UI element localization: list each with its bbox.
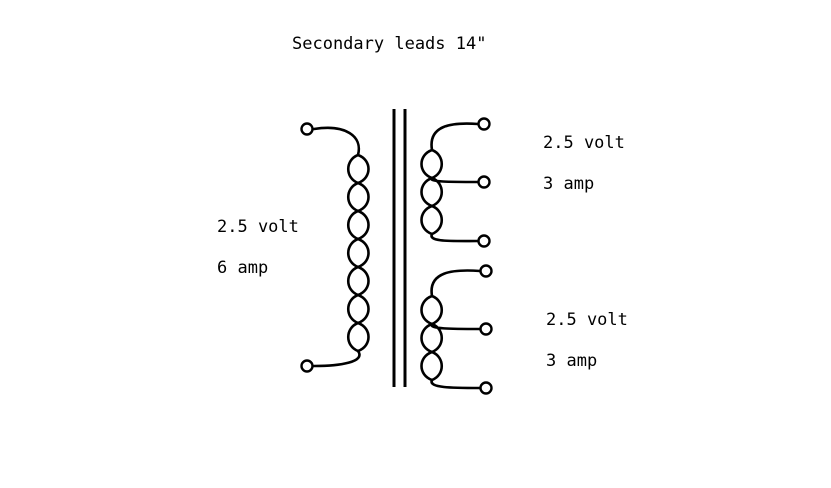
primary-current-label: 6 amp <box>217 258 269 278</box>
secondary-2-terminal-top <box>479 264 493 278</box>
primary-terminal-top <box>300 122 314 136</box>
secondary-1-terminal-center <box>477 175 491 189</box>
secondary-2-voltage-label: 2.5 volt <box>546 310 628 330</box>
secondary-1-terminal-top <box>477 117 491 131</box>
secondary-1-current-label: 3 amp <box>543 174 595 194</box>
primary-coil <box>312 126 370 368</box>
primary-voltage-label: 2.5 volt <box>217 217 299 237</box>
secondary-2-current-label: 3 amp <box>546 351 598 371</box>
secondary-1-coil <box>420 122 480 243</box>
primary-terminal-bottom <box>300 359 314 373</box>
secondary-2-terminal-center <box>479 322 493 336</box>
secondary-2-terminal-bottom <box>479 381 493 395</box>
diagram-title: Secondary leads 14" <box>292 34 487 54</box>
secondary-1-terminal-bottom <box>477 234 491 248</box>
secondary-1-voltage-label: 2.5 volt <box>543 133 625 153</box>
secondary-2-coil <box>420 269 482 390</box>
